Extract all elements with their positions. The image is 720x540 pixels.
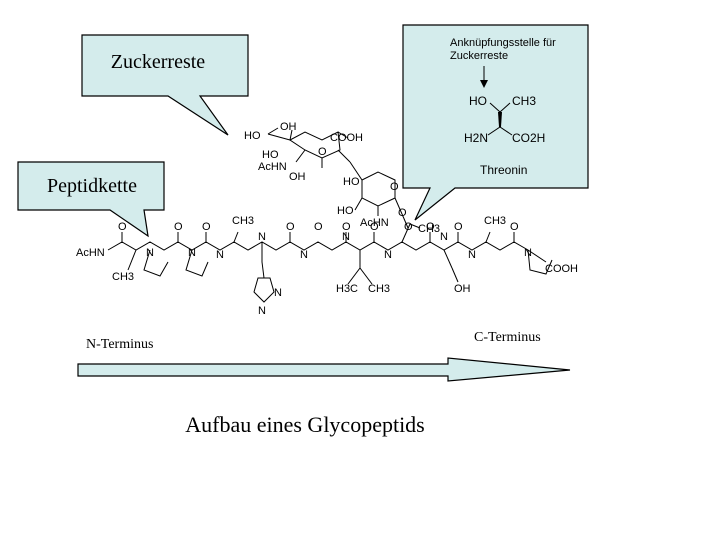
- his-n: N: [274, 287, 282, 299]
- ser-oh: OH: [454, 283, 471, 295]
- peptide-backbone: [107, 223, 553, 303]
- nh-1: N: [216, 249, 224, 261]
- nh-7: N: [468, 249, 476, 261]
- n-terminus-label: N-Terminus: [86, 337, 153, 352]
- sialic-ho-2: HO: [262, 149, 279, 161]
- carbonyl-o-7: O: [426, 221, 435, 233]
- sialic-oh-top: OH: [280, 121, 297, 133]
- pro-cooh: COOH: [545, 263, 578, 275]
- carbonyl-o-1: O: [118, 221, 127, 233]
- callout-sugar-residues: Zuckerreste: [81, 34, 249, 136]
- his-nh: N: [258, 305, 266, 317]
- sialic-acid-residue: [267, 127, 351, 168]
- attachment-site-label: Anknüpfungsstelle für: [450, 37, 556, 49]
- nh-3: N: [300, 249, 308, 261]
- carbonyl-o-5: O: [342, 221, 351, 233]
- threonine-co2h: CO2H: [512, 131, 545, 145]
- carbonyl-o-6: O: [370, 221, 379, 233]
- sialic-cooh: COOH: [330, 132, 363, 144]
- peptide-achn: AcHN: [76, 247, 105, 259]
- galnac-achn: AcHN: [360, 217, 389, 229]
- sialic-achn: AcHN: [258, 161, 287, 173]
- galnac-link-o: O: [398, 207, 407, 219]
- thr-ch3: CH3: [418, 223, 440, 235]
- carbonyl-o-2: O: [174, 221, 183, 233]
- nh-2: N: [258, 231, 266, 243]
- galnac-residue: [349, 161, 409, 229]
- c-terminus-label: C-Terminus: [474, 330, 541, 345]
- galnac-ho-2: HO: [337, 205, 354, 217]
- pro3-n: N: [524, 247, 532, 259]
- galnac-ring-o: O: [390, 181, 399, 193]
- ala1-ch3: CH3: [112, 271, 134, 283]
- threonine-ho: HO: [469, 94, 487, 108]
- sialic-ho: HO: [244, 130, 261, 142]
- nh-4: N: [342, 231, 350, 243]
- direction-arrow: [77, 357, 571, 382]
- carbonyl-o-9: O: [510, 221, 519, 233]
- threonine-h2n: H2N: [464, 131, 488, 145]
- nh-6: N: [440, 231, 448, 243]
- caption: Aufbau eines Glycopeptids: [185, 412, 425, 437]
- carbonyl-o-8: O: [454, 221, 463, 233]
- carbonyl-o-3: O: [202, 221, 211, 233]
- sialic-oh-bottom: OH: [289, 171, 306, 183]
- pro2-n: N: [188, 247, 196, 259]
- sialic-ring-o: O: [318, 146, 327, 158]
- galnac-ho: HO: [343, 176, 360, 188]
- val-h3c: H3C: [336, 283, 358, 295]
- callout-peptide-text: Peptidkette: [47, 175, 137, 197]
- ala3-ch3: CH3: [484, 215, 506, 227]
- carbonyl-o-10: O: [314, 221, 323, 233]
- attachment-site-label-2: Zuckerreste: [450, 50, 508, 62]
- carbonyl-o-4: O: [286, 221, 295, 233]
- nh-5: N: [384, 249, 392, 261]
- ala2-ch3: CH3: [232, 215, 254, 227]
- val-ch3: CH3: [368, 283, 390, 295]
- callout-peptide-chain: Peptidkette: [17, 161, 165, 238]
- callout-threonine: Anknüpfungsstelle für Zuckerreste HO CH3…: [402, 24, 589, 221]
- threonine-name: Threonin: [480, 163, 527, 177]
- threonine-ch3: CH3: [512, 94, 536, 108]
- thr-ether-o: O: [404, 221, 413, 233]
- callout-sugar-text: Zuckerreste: [111, 51, 206, 73]
- pro1-n: N: [146, 247, 154, 259]
